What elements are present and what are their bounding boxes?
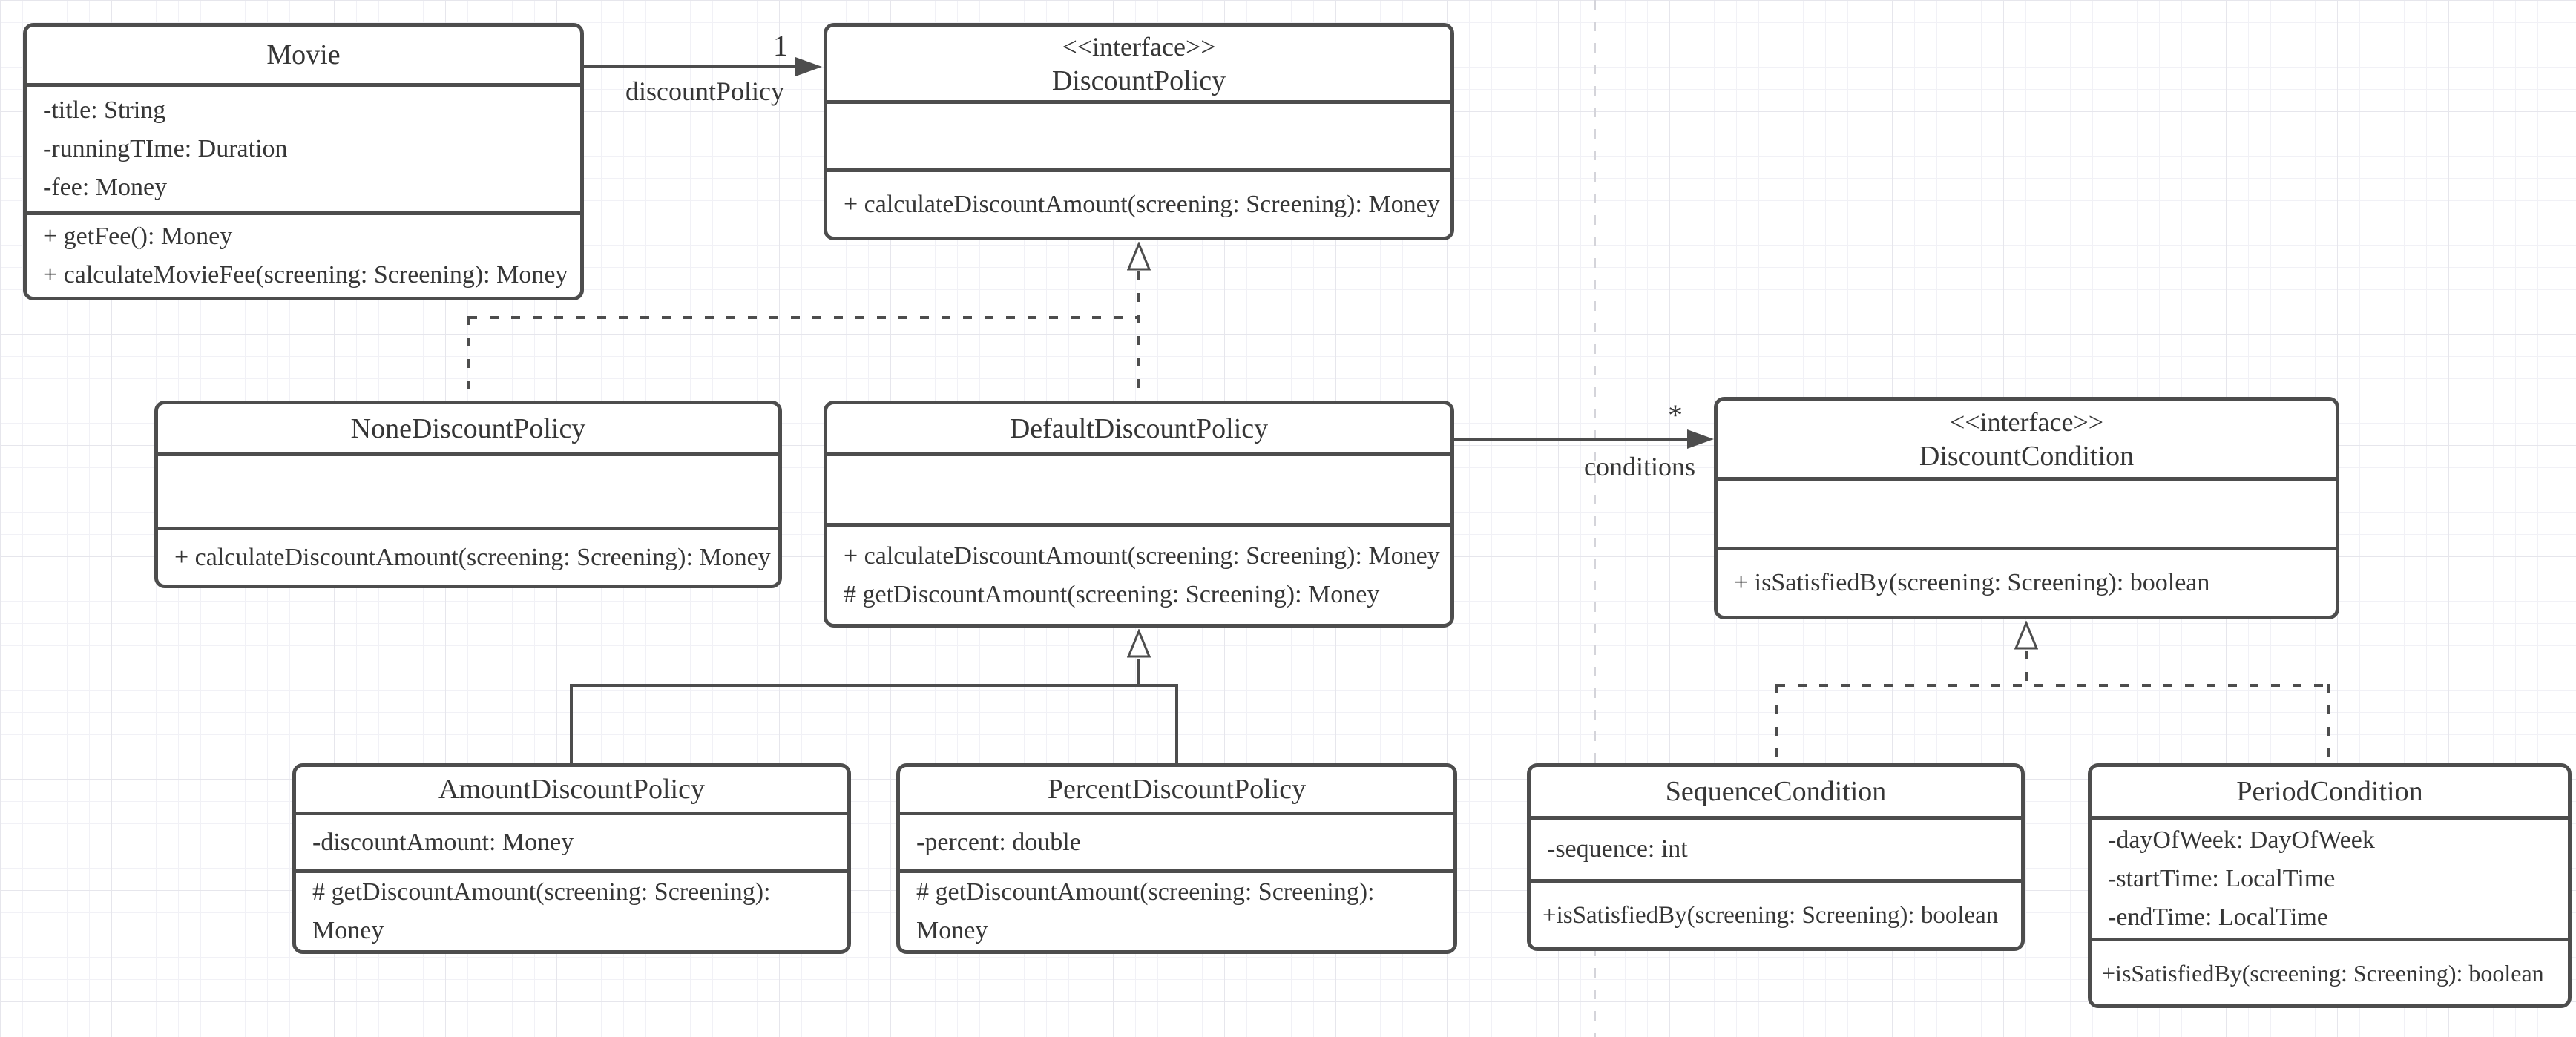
method-line: # getDiscountAmount(screening: Screening… [312,878,771,944]
edge-none-realizes-discountpolicy-drop[interactable] [467,316,470,401]
class-movie-methods: + getFee(): Money + calculateMovieFee(sc… [27,211,580,297]
class-default-discount-policy-methods: + calculateDiscountAmount(screening: Scr… [827,523,1450,624]
class-amount-discount-policy-methods: # getDiscountAmount(screening: Screening… [296,869,847,950]
class-name: PeriodCondition [2236,776,2423,807]
class-sequence-condition-attributes: -sequence: int [1531,816,2021,879]
class-default-discount-policy[interactable]: DefaultDiscountPolicy + calculateDiscoun… [824,401,1454,628]
method-line: + calculateMovieFee(screening: Screening… [43,261,568,289]
attribute-line: -fee: Money [43,174,168,201]
class-period-condition-methods: +isSatisfiedBy(screening: Screening): bo… [2092,938,2568,1004]
attribute-line: -runningTIme: Duration [43,135,288,162]
class-percent-discount-policy[interactable]: PercentDiscountPolicy -percent: double #… [896,763,1457,954]
edge-period-realizes-drop[interactable] [2327,684,2330,763]
class-percent-discount-policy-attributes: -percent: double [900,812,1453,869]
class-amount-discount-policy-attributes: -discountAmount: Money [296,812,847,869]
attribute-line: -startTime: LocalTime [2108,864,2336,892]
attribute-line: -discountAmount: Money [312,828,574,856]
class-none-discount-policy-title: NoneDiscountPolicy [158,404,778,452]
edge-multiplicity-star[interactable]: * [1668,398,1683,432]
class-default-discount-policy-title: DefaultDiscountPolicy [827,404,1450,452]
class-percent-discount-policy-methods: # getDiscountAmount(screening: Screening… [900,869,1453,950]
attribute-line: -endTime: LocalTime [2108,903,2328,931]
method-line: + getFee(): Money [43,223,233,250]
class-stereotype: <<interface>> [1062,31,1216,62]
class-name: AmountDiscountPolicy [438,774,705,806]
class-sequence-condition-methods: +isSatisfiedBy(screening: Screening): bo… [1531,879,2021,947]
class-period-condition-title: PeriodCondition [2092,767,2568,816]
edge-label-discountpolicy[interactable]: discountPolicy [625,76,784,106]
realization-triangle-icon [2014,621,2038,650]
class-sequence-condition[interactable]: SequenceCondition -sequence: int +isSati… [1527,763,2025,951]
class-discount-condition-methods: + isSatisfiedBy(screening: Screening): b… [1718,547,2336,616]
class-movie[interactable]: Movie -title: String -runningTIme: Durat… [23,23,584,300]
page-separator-line [1594,0,1596,1037]
class-percent-discount-policy-title: PercentDiscountPolicy [900,767,1453,812]
class-name: Movie [266,39,341,70]
association-arrowhead-icon [1687,429,1714,449]
class-discount-condition[interactable]: <<interface>> DiscountCondition + isSati… [1714,397,2339,619]
method-line: + calculateDiscountAmount(screening: Scr… [844,190,1440,218]
class-amount-discount-policy-title: AmountDiscountPolicy [296,767,847,812]
class-name: PercentDiscountPolicy [1047,774,1307,806]
class-none-discount-policy[interactable]: NoneDiscountPolicy + calculateDiscountAm… [154,401,782,588]
edge-amount-extends-drop[interactable] [570,684,573,763]
edge-extends-default-branch[interactable] [570,684,1178,687]
class-movie-attributes: -title: String -runningTIme: Duration -f… [27,83,580,211]
realization-triangle-icon [1127,242,1151,271]
class-movie-title: Movie [27,27,580,83]
association-arrowhead-icon [795,57,822,76]
attribute-line: -percent: double [916,828,1081,856]
class-none-discount-policy-methods: + calculateDiscountAmount(screening: Scr… [158,527,778,585]
edge-sequence-realizes-drop[interactable] [1775,684,1778,763]
class-default-discount-policy-attributes [827,452,1450,523]
method-line: + calculateDiscountAmount(screening: Scr… [844,541,1440,570]
class-name: DiscountPolicy [1051,65,1226,96]
method-line: +isSatisfiedBy(screening: Screening): bo… [1542,901,1999,929]
class-discount-policy-title: <<interface>> DiscountPolicy [827,27,1450,100]
class-name: DiscountCondition [1919,440,2135,472]
method-line: # getDiscountAmount(screening: Screening… [844,580,1380,608]
edge-movie-discountpolicy-line[interactable] [584,65,803,68]
edge-realizes-condition-branch[interactable] [1776,684,2329,687]
class-period-condition-attributes: -dayOfWeek: DayOfWeek -startTime: LocalT… [2092,816,2568,938]
method-line: +isSatisfiedBy(screening: Screening): bo… [2102,959,2544,987]
class-name: DefaultDiscountPolicy [1009,412,1269,444]
method-line: # getDiscountAmount(screening: Screening… [916,878,1375,944]
edge-extends-default-stem[interactable] [1137,659,1140,685]
class-discount-condition-title: <<interface>> DiscountCondition [1718,401,2336,477]
class-name: SequenceCondition [1665,776,1887,807]
attribute-line: -title: String [43,96,166,124]
edge-none-realizes-discountpolicy-branch[interactable] [468,316,1139,319]
class-discount-policy-methods: + calculateDiscountAmount(screening: Scr… [827,168,1450,237]
method-line: + isSatisfiedBy(screening: Screening): b… [1734,569,2210,596]
edge-default-discountcondition-line[interactable] [1454,438,1687,441]
attribute-line: -dayOfWeek: DayOfWeek [2108,826,2375,854]
class-sequence-condition-title: SequenceCondition [1531,767,2021,816]
class-discount-policy[interactable]: <<interface>> DiscountPolicy + calculate… [824,23,1454,240]
attribute-line: -sequence: int [1547,835,1688,863]
class-name: NoneDiscountPolicy [350,412,586,444]
edge-label-conditions[interactable]: conditions [1584,452,1695,481]
generalization-triangle-icon [1127,629,1151,658]
class-none-discount-policy-attributes [158,452,778,527]
class-discount-condition-attributes [1718,477,2336,547]
edge-realizes-condition-stem[interactable] [2025,651,2028,685]
edge-multiplicity-one[interactable]: 1 [773,29,788,62]
edge-percent-extends-drop[interactable] [1175,684,1178,763]
class-period-condition[interactable]: PeriodCondition -dayOfWeek: DayOfWeek -s… [2088,763,2572,1008]
class-stereotype: <<interface>> [1949,406,2104,437]
edge-default-realizes-discountpolicy-stem[interactable] [1137,271,1140,401]
class-amount-discount-policy[interactable]: AmountDiscountPolicy -discountAmount: Mo… [292,763,851,954]
method-line: + calculateDiscountAmount(screening: Scr… [174,543,771,571]
class-discount-policy-attributes [827,100,1450,168]
